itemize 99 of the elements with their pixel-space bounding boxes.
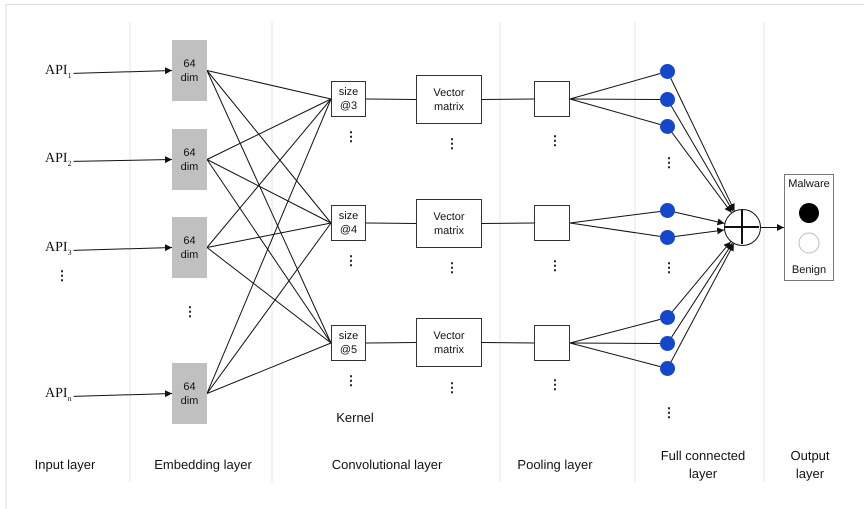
layer-label: Full connected layer bbox=[660, 447, 746, 483]
connector-line bbox=[206, 222, 332, 248]
connector-line bbox=[206, 159, 332, 344]
arrow bbox=[760, 224, 784, 231]
node-label: Vector matrix bbox=[432, 328, 466, 356]
connector-line bbox=[206, 342, 332, 394]
connector-line bbox=[570, 342, 661, 368]
connector-line bbox=[570, 73, 661, 100]
node-label: 64 dim bbox=[180, 146, 200, 174]
layer-label: Output layer bbox=[789, 447, 831, 483]
matrix-box bbox=[416, 75, 482, 124]
arrow bbox=[672, 241, 732, 312]
input-label: API$_{n}$ bbox=[45, 385, 72, 408]
arrow bbox=[670, 78, 735, 212]
node-label: size @3 bbox=[338, 85, 360, 113]
arrow bbox=[73, 67, 172, 74]
node-label: Benign bbox=[792, 264, 826, 277]
ellipsis-mark: ⋮ bbox=[662, 156, 676, 170]
neuron-dot bbox=[660, 64, 675, 79]
kernel-label: Kernel bbox=[336, 409, 374, 427]
layer-label: Embedding layer bbox=[154, 456, 252, 474]
connector-line bbox=[570, 318, 661, 344]
neuron-dot bbox=[660, 230, 675, 245]
node-label: Vector matrix bbox=[432, 86, 466, 114]
arrow bbox=[73, 390, 172, 398]
matrix-box bbox=[416, 318, 482, 367]
pooling-box bbox=[534, 325, 570, 361]
arrow bbox=[73, 244, 172, 252]
ellipsis-mark: ⋮ bbox=[184, 305, 196, 319]
neuron-dot bbox=[660, 310, 675, 325]
embedding-box bbox=[172, 129, 207, 190]
ellipsis-mark: ⋮ bbox=[446, 261, 458, 275]
input-label: API$_{1}$ bbox=[45, 62, 72, 85]
connector-line bbox=[206, 70, 332, 100]
input-label: API$_{3}$ bbox=[45, 239, 72, 262]
node-label: Vector matrix bbox=[432, 210, 466, 238]
ellipsis-mark: ⋮ bbox=[344, 374, 358, 388]
arrow bbox=[674, 227, 725, 237]
layer-label: Convolutional layer bbox=[332, 456, 442, 474]
ellipsis-mark: ⋮ bbox=[548, 259, 562, 273]
node-label: 64 dim bbox=[180, 380, 200, 408]
connector-line bbox=[206, 70, 332, 344]
connector-line bbox=[206, 70, 332, 224]
sum-circle bbox=[724, 209, 761, 246]
neuron-dot bbox=[660, 361, 675, 376]
node-label: 64 dim bbox=[180, 56, 200, 84]
embedding-box bbox=[172, 217, 207, 278]
ellipsis-mark: ⋮ bbox=[344, 254, 358, 268]
embedding-box bbox=[172, 40, 207, 101]
matrix-box bbox=[416, 199, 482, 248]
connector-line bbox=[206, 98, 332, 248]
kernel-box bbox=[331, 205, 366, 241]
connector-line bbox=[482, 98, 534, 100]
connector-line bbox=[366, 222, 416, 224]
pooling-box bbox=[534, 205, 570, 241]
kernel-box bbox=[331, 81, 366, 117]
arrow bbox=[671, 242, 733, 338]
arrow bbox=[670, 243, 734, 362]
connector-line bbox=[206, 247, 332, 344]
neuron-dot bbox=[660, 336, 675, 351]
connector-line bbox=[482, 222, 534, 224]
node-label: size @5 bbox=[338, 329, 360, 357]
node-label: 64 dim bbox=[180, 234, 200, 262]
connector-line bbox=[366, 342, 416, 344]
ellipsis-mark: ⋮ bbox=[56, 269, 68, 283]
connector-line bbox=[482, 342, 534, 344]
ellipsis-mark: ⋮ bbox=[662, 261, 676, 275]
embedding-box bbox=[172, 363, 207, 424]
ellipsis-mark: ⋮ bbox=[446, 381, 458, 395]
ellipsis-mark: ⋮ bbox=[446, 137, 458, 151]
connector-line bbox=[570, 222, 661, 237]
connector-line bbox=[206, 159, 332, 224]
neuron-dot bbox=[660, 92, 675, 107]
ellipsis-mark: ⋮ bbox=[548, 134, 562, 148]
connector-line bbox=[206, 222, 332, 394]
node-label: size @4 bbox=[338, 209, 360, 237]
connector-line bbox=[570, 98, 660, 100]
connector-line bbox=[366, 98, 416, 100]
node-label: Malware bbox=[788, 178, 830, 191]
input-label: API$_{2}$ bbox=[45, 150, 72, 173]
pooling-box bbox=[534, 81, 570, 117]
ellipsis-mark: ⋮ bbox=[548, 378, 562, 392]
connector-line bbox=[206, 98, 332, 160]
arrow bbox=[670, 105, 734, 212]
neuron-dot bbox=[660, 119, 675, 134]
layer-label: Input layer bbox=[34, 456, 96, 474]
ellipsis-mark: ⋮ bbox=[344, 130, 358, 144]
ellipsis-mark: ⋮ bbox=[662, 406, 676, 420]
arrow bbox=[73, 156, 172, 164]
connector-line bbox=[206, 98, 332, 394]
output-box bbox=[784, 174, 834, 281]
connector-line bbox=[570, 342, 660, 344]
connector-line bbox=[570, 210, 661, 224]
arrow bbox=[674, 212, 725, 226]
layer-label: Pooling layer bbox=[517, 456, 593, 474]
kernel-box bbox=[331, 325, 366, 361]
neuron-dot bbox=[660, 203, 675, 218]
connector-line bbox=[570, 98, 661, 125]
arrow bbox=[671, 132, 732, 214]
